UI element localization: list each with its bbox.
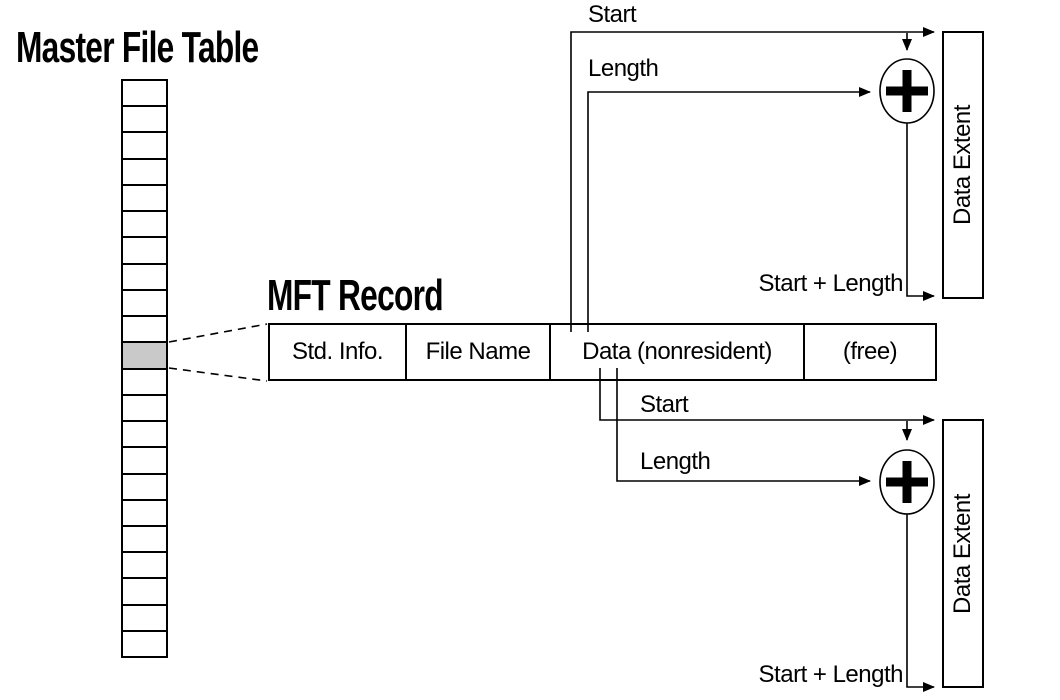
record-cell-std-info: Std. Info. — [270, 325, 407, 379]
mft-cell — [123, 264, 166, 291]
top-length-label: Length — [588, 55, 659, 82]
record-cell-label: (free) — [842, 338, 898, 365]
mft-cell — [123, 395, 166, 423]
plus-adder-icon — [886, 70, 928, 112]
bottom-start-label: Start — [640, 391, 689, 418]
mft-cell — [123, 212, 166, 239]
bottom-sum-arrow — [906, 514, 935, 692]
mft-cell — [123, 317, 166, 344]
plus-adder-icon — [886, 461, 928, 503]
mft-cell — [123, 526, 166, 554]
top-sum-arrow — [906, 123, 935, 301]
mft-cell — [123, 579, 166, 606]
mft-cell — [123, 369, 166, 396]
mft-cell-highlighted — [123, 343, 166, 370]
expansion-dashed-lines — [168, 323, 268, 382]
mft-record-box: Std. Info. File Name Data (nonresident) … — [268, 323, 937, 381]
bottom-start-plus-length-label: Start + Length — [758, 661, 904, 688]
mft-cell — [123, 159, 166, 186]
record-cell-label: File Name — [425, 338, 531, 365]
mft-cell — [123, 500, 166, 527]
data-extent-text: Data Extent — [949, 493, 976, 614]
record-cell-free: (free) — [805, 325, 935, 379]
record-cell-file-name: File Name — [407, 325, 551, 379]
top-adder-circle — [879, 58, 935, 124]
mft-cell — [123, 238, 166, 265]
mft-cell — [123, 553, 166, 580]
bottom-data-extent-box-label: Data Extent — [943, 420, 983, 687]
bottom-length-label: Length — [640, 448, 711, 475]
mft-cell — [123, 133, 166, 160]
bottom-adder-circle — [879, 449, 935, 515]
record-cell-data-nonresident: Data (nonresident) — [551, 325, 805, 379]
master-file-table-title: Master File Table — [16, 23, 259, 72]
mft-cell — [123, 107, 166, 134]
mft-cell — [123, 448, 166, 475]
record-cell-label: Data (nonresident) — [582, 338, 772, 365]
mft-cell — [123, 81, 166, 108]
data-extent-text: Data Extent — [949, 105, 976, 225]
mft-record-title: MFT Record — [267, 271, 444, 320]
mft-cell — [123, 290, 166, 318]
mft-cell — [123, 185, 166, 213]
mft-cell — [123, 422, 166, 449]
top-start-label: Start — [588, 1, 637, 28]
mft-cell — [123, 605, 166, 632]
record-cell-label: Std. Info. — [291, 338, 384, 365]
top-data-extent-box-label: Data Extent — [943, 32, 983, 298]
mft-cell — [123, 474, 166, 501]
mft-cell — [123, 631, 166, 657]
mft-column — [121, 79, 168, 658]
top-start-plus-length-label: Start + Length — [758, 270, 904, 297]
